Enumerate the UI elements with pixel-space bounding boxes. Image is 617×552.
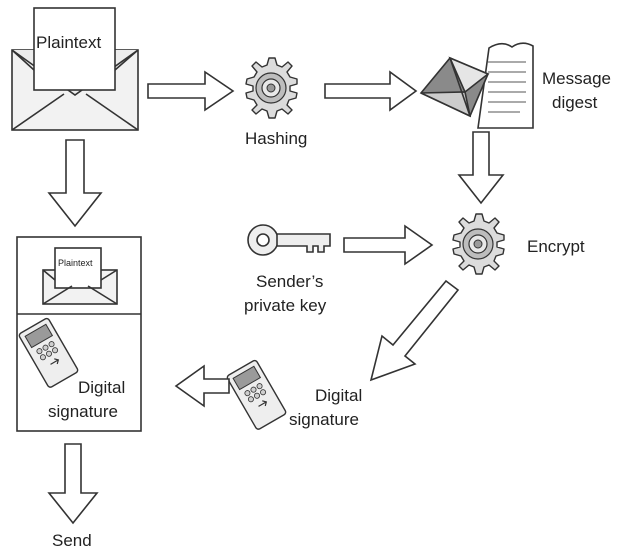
arrow-to-digital-signature [369, 279, 460, 382]
arrow-to-bundle-signature [174, 364, 230, 408]
private-key-label-line2: private key [244, 296, 327, 315]
signature-device-icon [225, 358, 288, 431]
plaintext-label: Plaintext [36, 33, 101, 52]
arrow-to-send [47, 443, 99, 525]
encrypt-label: Encrypt [527, 237, 585, 256]
bundle-signature-label-line1: Digital [78, 378, 125, 397]
message-digest-label-line2: digest [552, 93, 598, 112]
message-digest-label-line1: Message [542, 69, 611, 88]
send-label: Send [52, 531, 92, 550]
digital-signature-label-line2: signature [289, 410, 359, 429]
hashing-label: Hashing [245, 129, 307, 148]
arrow-to-hashing [147, 70, 235, 112]
encrypt-gear-icon [452, 213, 505, 275]
arrow-to-encrypt [457, 131, 505, 205]
arrow-key-to-encrypt [343, 224, 434, 266]
arrow-to-digest [324, 70, 418, 112]
bundle-plaintext-label: Plaintext [58, 258, 93, 268]
private-key-label-line1: Sender’s [256, 272, 323, 291]
message-digest-icon [419, 42, 534, 129]
arrow-to-bundle [47, 139, 103, 228]
plaintext-envelope-icon [11, 7, 139, 131]
digital-signature-label-line1: Digital [315, 386, 362, 405]
bundle-envelope-icon [42, 247, 118, 305]
key-icon [247, 224, 331, 256]
bundle-signature-label-line2: signature [48, 402, 118, 421]
hashing-gear-icon [245, 57, 298, 119]
